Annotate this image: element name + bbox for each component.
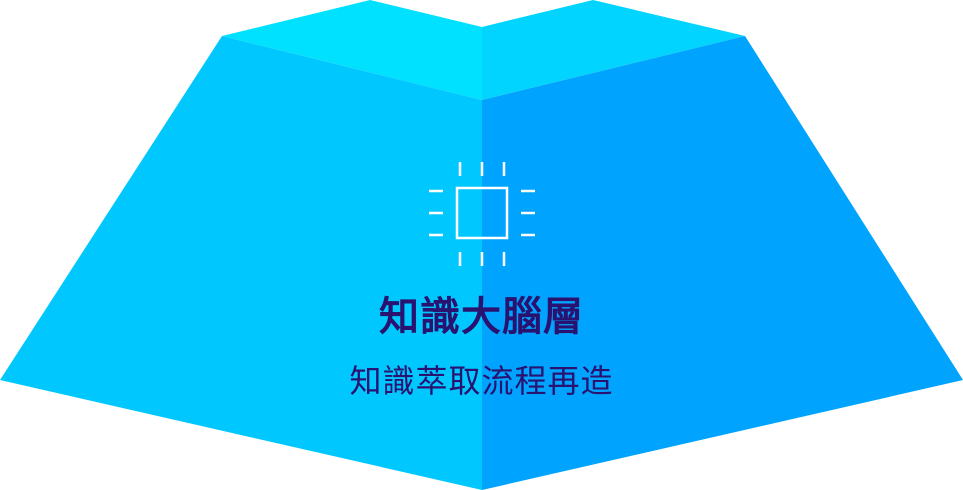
front-face-right bbox=[482, 36, 963, 490]
layer-title: 知識大腦層 bbox=[379, 294, 584, 340]
layer-subtitle: 知識萃取流程再造 bbox=[349, 362, 614, 400]
top-face-right bbox=[482, 0, 745, 100]
front-face-left bbox=[0, 36, 482, 490]
top-face-left bbox=[222, 0, 482, 100]
chip-icon bbox=[429, 162, 535, 266]
